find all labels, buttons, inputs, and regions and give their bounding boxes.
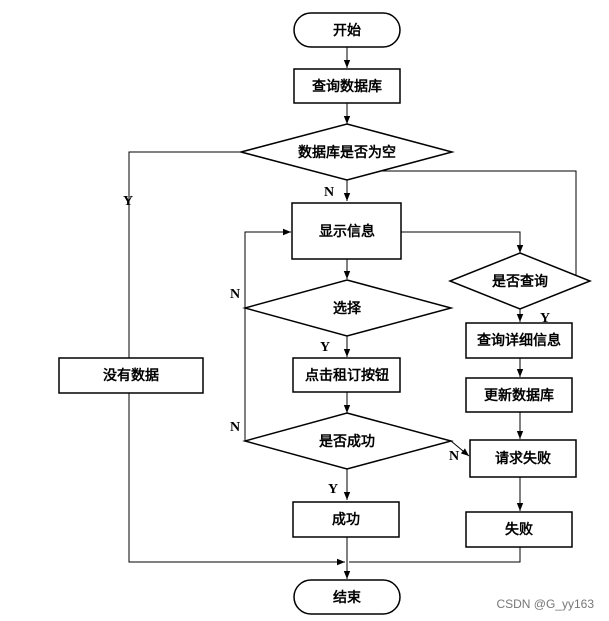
node-query-db-label: 查询数据库: [312, 78, 382, 95]
node-click-rent-label: 点击租订按钮: [305, 367, 389, 384]
node-choose: 选择: [242, 279, 454, 337]
node-fail-label: 失败: [505, 521, 534, 538]
node-no-data-label: 没有数据: [103, 367, 159, 384]
node-start: 开始: [293, 12, 401, 48]
edge-label-n-db-empty: N: [324, 185, 334, 200]
node-no-data: 没有数据: [58, 357, 204, 394]
node-choose-label: 选择: [333, 300, 362, 317]
node-click-rent: 点击租订按钮: [292, 357, 401, 393]
node-query-db: 查询数据库: [293, 68, 401, 104]
edge-label-y-choose: Y: [320, 340, 330, 355]
node-query-detail: 查询详细信息: [465, 322, 573, 359]
node-update-db: 更新数据库: [465, 377, 573, 413]
edge-label-n-success: N: [230, 420, 240, 435]
edge-check-to-request-fail: [450, 440, 470, 457]
node-query-detail-label: 查询详细信息: [477, 332, 561, 349]
node-start-label: 开始: [333, 22, 361, 39]
node-show-info: 显示信息: [291, 202, 402, 260]
node-end-label: 结束: [333, 589, 362, 606]
node-is-query: 是否查询: [447, 252, 593, 310]
edge-dbempty-to-nodata: [128, 151, 241, 358]
node-fail: 失败: [465, 511, 573, 548]
watermark-text: CSDN @G_yy163: [496, 597, 594, 611]
edge-show-to-isquery: [401, 231, 524, 253]
edges: [128, 47, 590, 579]
node-request-fail: 请求失败: [469, 439, 577, 478]
node-end: 结束: [293, 579, 401, 615]
edge-label-y-success: Y: [328, 482, 338, 497]
node-is-query-label: 是否查询: [492, 273, 548, 290]
node-is-success-label: 是否成功: [319, 433, 375, 450]
node-show-info-label: 显示信息: [319, 223, 375, 240]
node-success-label: 成功: [332, 511, 360, 528]
edge-choose-back-to-show: [244, 228, 291, 308]
node-update-db-label: 更新数据库: [484, 387, 554, 404]
edge-label-n-request: N: [449, 449, 459, 464]
edge-label-n-choose: N: [230, 287, 240, 302]
node-db-empty-label: 数据库是否为空: [298, 144, 396, 161]
edge-label-y-no-data: Y: [123, 194, 133, 209]
node-request-fail-label: 请求失败: [495, 450, 552, 467]
node-is-success: 是否成功: [242, 412, 454, 470]
node-success: 成功: [292, 501, 400, 538]
edge-label-y-query: Y: [540, 311, 550, 326]
edge-fail-to-end: [349, 547, 521, 563]
node-db-empty: 数据库是否为空: [238, 123, 455, 181]
edge-nodata-to-end: [128, 393, 345, 566]
